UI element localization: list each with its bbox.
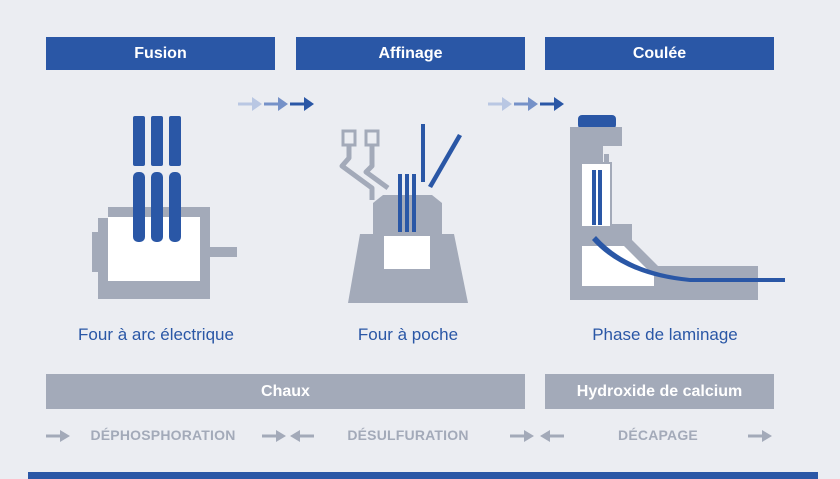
casting-line-icon — [570, 115, 785, 300]
caption-rolling-phase: Phase de laminage — [592, 325, 738, 344]
arrow-right-icon — [262, 430, 286, 442]
arrow-left-icon — [290, 430, 314, 442]
arrow-left-icon — [540, 430, 564, 442]
chemical-bar-calcium-hydroxide: Hydroxide de calcium — [545, 374, 774, 409]
stage-header-affinage: Affinage — [296, 37, 525, 70]
stage-header-coulee: Coulée — [545, 37, 774, 70]
bottom-rule — [28, 472, 818, 479]
ladle-furnace-icon — [339, 124, 468, 303]
process-label-decapage: DÉCAPAGE — [618, 427, 698, 443]
process-label-dephosphoration: DÉPHOSPHORATION — [90, 427, 236, 443]
flow-arrows-fusion-affinage — [238, 97, 314, 111]
stage-header-fusion: Fusion — [46, 37, 275, 70]
electric-arc-furnace-icon — [92, 116, 237, 299]
process-label-desulfuration: DÉSULFURATION — [347, 427, 469, 443]
arrow-right-icon — [510, 430, 534, 442]
caption-electric-arc-furnace: Four à arc électrique — [78, 325, 234, 344]
arrow-right-icon — [748, 430, 772, 442]
caption-ladle-furnace: Four à poche — [357, 325, 459, 344]
chemical-bar-lime: Chaux — [46, 374, 525, 409]
flow-arrows-affinage-coulee — [488, 97, 564, 111]
arrow-right-icon — [46, 430, 70, 442]
